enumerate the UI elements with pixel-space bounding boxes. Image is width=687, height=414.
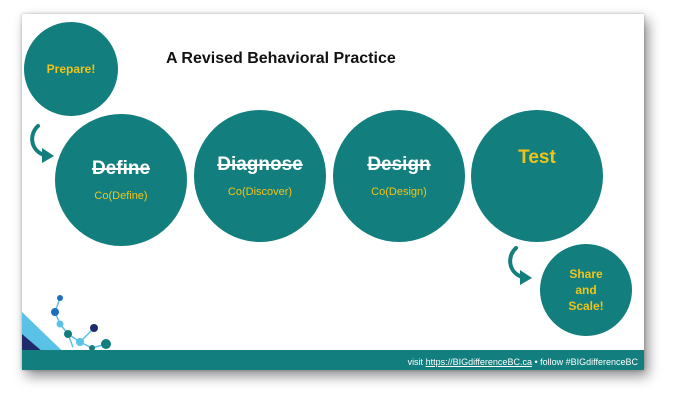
stage-circle-diagnose: Diagnose Co(Discover) <box>194 110 326 242</box>
test-circle: Test <box>471 110 603 242</box>
stage-name-define: Define <box>91 158 151 179</box>
footer-separator: • <box>531 357 541 367</box>
footer-follow: follow #BIGdifferenceBC <box>540 357 638 367</box>
stage-circle-define: Define Co(Define) <box>55 114 187 246</box>
slide-title: A Revised Behavioral Practice <box>166 50 396 67</box>
stage-name-design: Design <box>367 154 431 175</box>
footer-bar: visit https://BIGdifferenceBC.ca • follo… <box>22 350 644 370</box>
footer-text: visit https://BIGdifferenceBC.ca • follo… <box>408 357 638 367</box>
stage-sub-diagnose: Co(Discover) <box>227 186 293 198</box>
stage-sub-define: Co(Define) <box>94 190 148 202</box>
curved-arrow-icon <box>30 124 54 163</box>
slide: Prepare! A Revised Behavioral Practice D… <box>22 14 644 370</box>
share-circle: Share and Scale! <box>540 244 632 336</box>
share-label-line-1: Share <box>569 267 603 281</box>
curved-arrow-icon <box>508 246 532 285</box>
stage-name-diagnose: Diagnose <box>217 154 303 175</box>
stage-circle-design: Design Co(Design) <box>333 110 465 242</box>
prepare-circle: Prepare! <box>24 22 118 116</box>
share-label-line-2: and <box>575 283 597 297</box>
stage-sub-design: Co(Design) <box>371 186 427 198</box>
footer-visit: visit <box>407 357 426 367</box>
share-label-line-3: Scale! <box>568 299 604 313</box>
test-label: Test <box>518 147 556 168</box>
footer-link[interactable]: https://BIGdifferenceBC.ca <box>425 357 532 367</box>
prepare-label: Prepare! <box>46 62 96 76</box>
